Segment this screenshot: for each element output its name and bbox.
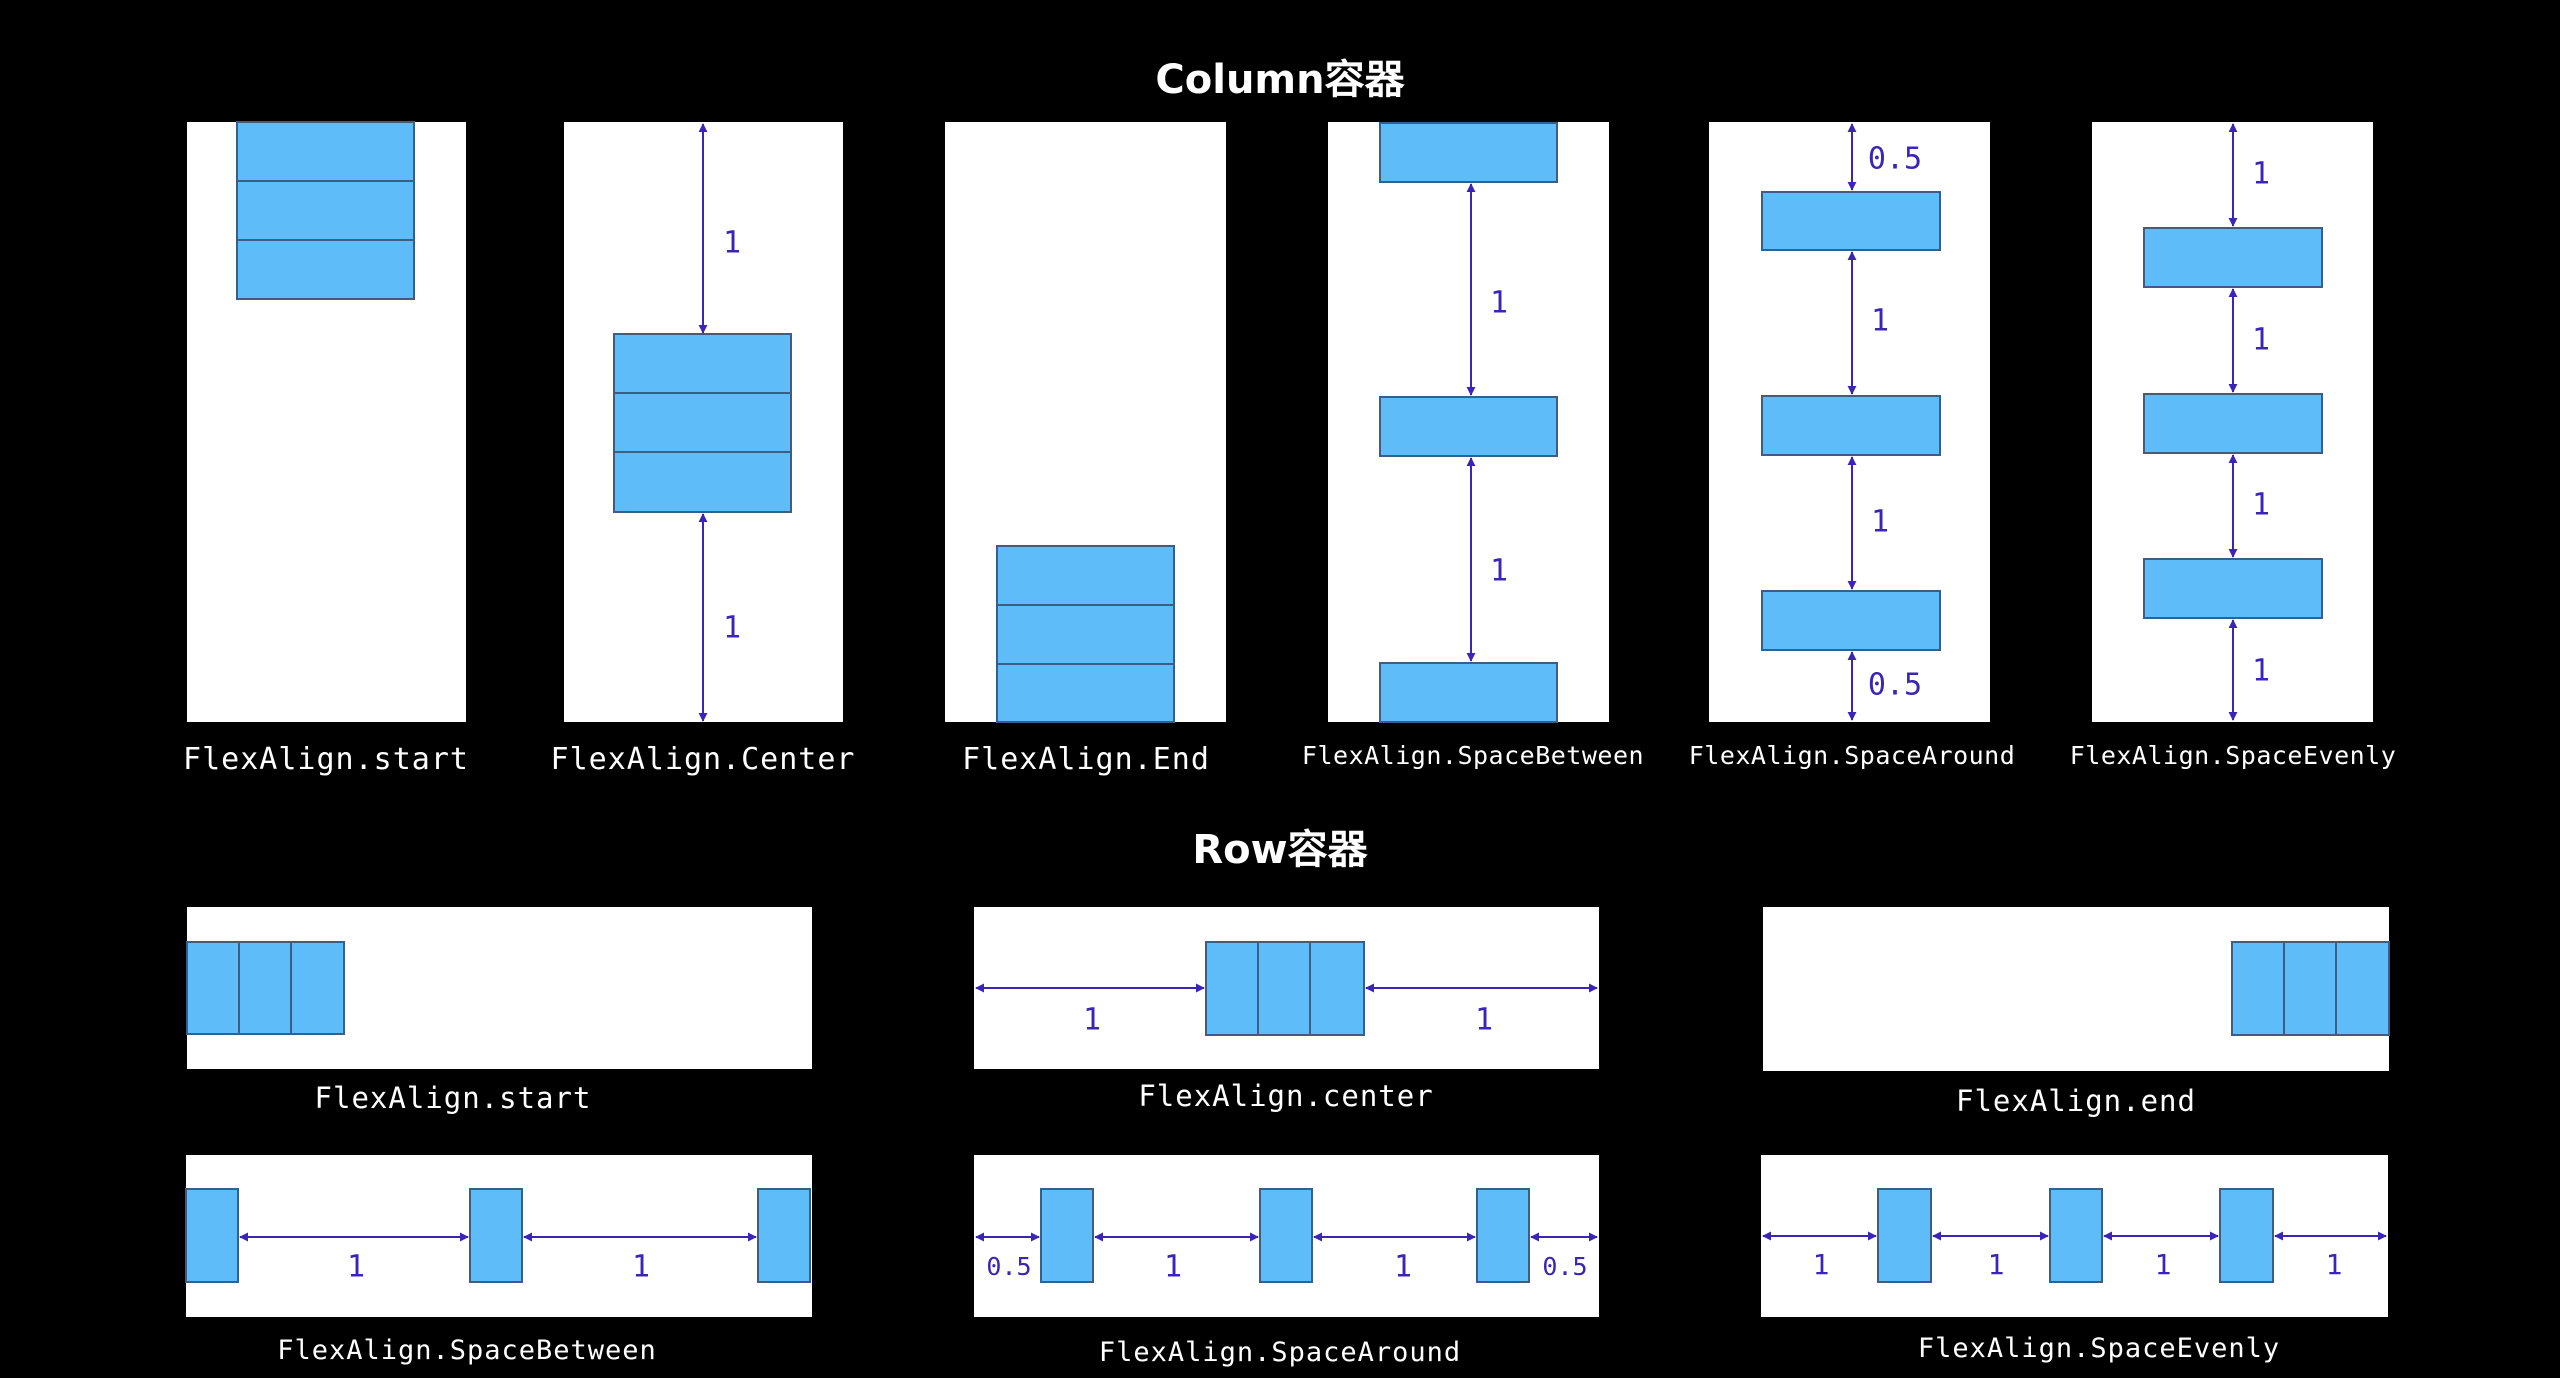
row-center-gap-label-2: 1: [1475, 1003, 1493, 1038]
column-evenly-item-1: [2143, 227, 2323, 288]
caption-column-space-around: FlexAlign.SpaceAround: [1688, 741, 2016, 770]
row-around-item-1: [1040, 1188, 1094, 1283]
row-around-gap-label-1: 0.5: [986, 1252, 1031, 1281]
column-between-item-2: [1379, 396, 1558, 457]
column-evenly-gap-label-1: 1: [2252, 157, 2270, 192]
column-evenly-item-3: [2143, 558, 2323, 619]
caption-row-space-around: FlexAlign.SpaceAround: [1098, 1337, 1462, 1368]
caption-row-end: FlexAlign.end: [1956, 1084, 2196, 1118]
row-evenly-gap-label-3: 1: [2155, 1248, 2172, 1281]
column-around-gap-label-1: 0.5: [1868, 142, 1922, 177]
row-around-gap-label-2: 1: [1164, 1250, 1182, 1285]
column-center-item-3: [613, 451, 792, 513]
column-center-item-1: [613, 333, 792, 394]
row-evenly-gap-label-2: 1: [1988, 1248, 2005, 1281]
column-between-item-3: [1379, 662, 1558, 723]
column-center-gap-label-1: 1: [723, 226, 741, 261]
row-evenly-item-3: [2219, 1188, 2274, 1283]
row-end-item-3: [2335, 941, 2390, 1036]
caption-column-space-evenly: FlexAlign.SpaceEvenly: [2069, 741, 2397, 770]
row-between-item-2: [469, 1188, 523, 1283]
column-evenly-gap-label-2: 1: [2252, 323, 2270, 358]
row-center-item-3: [1309, 941, 1365, 1036]
column-between-gap-label-2: 1: [1490, 554, 1508, 589]
column-around-gap-label-2: 1: [1871, 304, 1889, 339]
row-around-gap-label-4: 0.5: [1542, 1252, 1587, 1281]
caption-row-space-evenly: FlexAlign.SpaceEvenly: [1917, 1333, 2281, 1364]
row-end-item-2: [2283, 941, 2337, 1036]
row-between-item-1: [185, 1188, 239, 1283]
row-between-item-3: [757, 1188, 811, 1283]
column-center-item-2: [613, 392, 792, 453]
caption-column-start: FlexAlign.start: [183, 742, 469, 777]
row-end-item-1: [2231, 941, 2285, 1036]
row-center-gap-label-1: 1: [1083, 1003, 1101, 1038]
column-evenly-gap-label-3: 1: [2252, 488, 2270, 523]
caption-row-space-between: FlexAlign.SpaceBetween: [277, 1335, 657, 1366]
column-around-gap-label-3: 1: [1871, 505, 1889, 540]
column-end-item-2: [996, 604, 1175, 665]
column-evenly-item-2: [2143, 393, 2323, 454]
row-around-gap-label-3: 1: [1394, 1250, 1412, 1285]
row-evenly-item-2: [2049, 1188, 2103, 1283]
row-center-item-2: [1257, 941, 1311, 1036]
row-between-gap-label-1: 1: [347, 1250, 365, 1285]
row-section-title: Row容器: [1192, 827, 1368, 873]
caption-column-center: FlexAlign.Center: [550, 742, 856, 777]
column-end-item-3: [996, 663, 1175, 723]
row-evenly-gap-label-4: 1: [2326, 1248, 2343, 1281]
column-between-item-1: [1379, 122, 1558, 183]
row-around-item-3: [1476, 1188, 1530, 1283]
row-start-item-1: [186, 941, 240, 1035]
row-start-item-3: [290, 941, 345, 1035]
column-section-title: Column容器: [1155, 57, 1405, 103]
row-start-item-2: [238, 941, 292, 1035]
column-around-item-3: [1761, 590, 1941, 651]
column-start-item-1: [236, 121, 415, 182]
caption-column-space-between: FlexAlign.SpaceBetween: [1301, 741, 1645, 770]
column-start-item-2: [236, 180, 415, 241]
row-evenly-item-1: [1877, 1188, 1932, 1283]
column-evenly-gap-label-4: 1: [2252, 654, 2270, 689]
column-end-item-1: [996, 545, 1175, 606]
row-evenly-gap-label-1: 1: [1813, 1248, 1830, 1281]
row-between-gap-label-2: 1: [632, 1250, 650, 1285]
column-between-gap-label-1: 1: [1490, 286, 1508, 321]
caption-column-end: FlexAlign.End: [962, 742, 1210, 777]
column-start-item-3: [236, 239, 415, 300]
caption-row-center: FlexAlign.center: [1138, 1079, 1434, 1113]
column-around-item-2: [1761, 395, 1941, 456]
column-center-gap-label-2: 1: [723, 611, 741, 646]
caption-row-start: FlexAlign.start: [314, 1081, 592, 1115]
row-center-item-1: [1205, 941, 1259, 1036]
row-around-item-2: [1259, 1188, 1313, 1283]
column-around-gap-label-4: 0.5: [1868, 668, 1922, 703]
column-around-item-1: [1761, 191, 1941, 251]
